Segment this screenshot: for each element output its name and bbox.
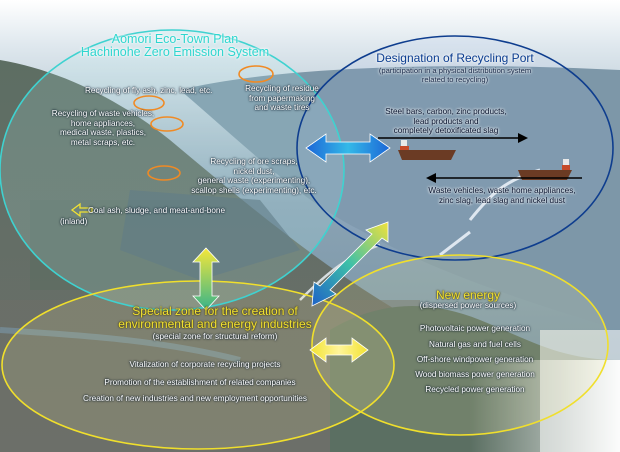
special-zone-new-energy-link-arrow xyxy=(309,337,369,363)
eco-town-item-papermaking: Recycling of residue from papermaking an… xyxy=(245,84,319,113)
eco-town-title-line2: Hachinohe Zero Emission System xyxy=(80,45,270,59)
eco-town-item-ore-scraps: Recycling of ore scraps, nickel dust, ge… xyxy=(191,157,317,195)
outbound-flow-arrow xyxy=(378,133,528,143)
eco-town-title-line1: Aomori Eco-Town Plan xyxy=(111,32,239,46)
special-zone-title-line2: environmental and energy industries xyxy=(118,317,312,331)
eco-town-item-inland: (inland) xyxy=(60,217,88,226)
port-special-zone-link-arrow xyxy=(311,221,389,307)
special-zone-item-2: Promotion of the establishment of relate… xyxy=(104,378,296,387)
eco-town-port-link-arrow xyxy=(305,133,391,163)
marker-ring-vehicles-2 xyxy=(150,116,184,132)
new-energy-item-2: Natural gas and fuel cells xyxy=(429,340,521,349)
new-energy-circle xyxy=(311,254,609,436)
location-markers xyxy=(133,65,274,181)
recycling-port-circle xyxy=(296,35,614,261)
recycling-port-title: Designation of Recycling Port xyxy=(376,51,534,65)
new-energy-item-4: Wood biomass power generation xyxy=(415,370,535,379)
eco-town-item-coal-ash: Coal ash, sludge, and meat-and-bone xyxy=(88,206,226,215)
special-zone-item-1: Vitalization of corporate recycling proj… xyxy=(129,360,281,369)
special-zone-title-line1: Special zone for the creation of xyxy=(132,304,298,318)
recycling-port-outbound-goods: Steel bars, carbon, zinc products, lead … xyxy=(385,107,507,136)
special-zone-item-3: Creation of new industries and new emplo… xyxy=(83,394,307,403)
inbound-flow-arrow xyxy=(426,173,582,183)
marker-ring-fly-ash xyxy=(238,65,274,83)
marker-ring-vehicles-1 xyxy=(133,95,165,111)
special-zone-subtitle: (special zone for structural reform) xyxy=(152,332,278,341)
new-energy-subtitle: (dispersed power sources) xyxy=(419,301,517,310)
special-zone-circle xyxy=(1,280,395,450)
cargo-ship-outbound-icon xyxy=(398,140,456,160)
new-energy-item-3: Off-shore windpower generation xyxy=(416,355,534,364)
new-energy-title: New energy xyxy=(435,288,501,302)
eco-town-item-vehicles: Recycling of waste vehicles, home applia… xyxy=(51,109,155,147)
marker-ring-ore-scraps xyxy=(147,165,181,181)
eco-town-special-zone-link-arrow xyxy=(192,247,220,311)
new-energy-item-5: Recycled power generation xyxy=(425,385,525,394)
inland-arrow-icon xyxy=(70,202,93,218)
eco-town-circle xyxy=(0,29,345,311)
eco-town-item-fly-ash: Recycling of fly ash, zinc, lead, etc. xyxy=(85,86,213,95)
recycling-port-inbound-goods: Waste vehicles, waste home appliances, z… xyxy=(428,186,576,205)
new-energy-item-1: Photovoltaic power generation xyxy=(419,324,531,333)
recycling-port-subtitle: (participation in a physical distributio… xyxy=(378,66,532,84)
